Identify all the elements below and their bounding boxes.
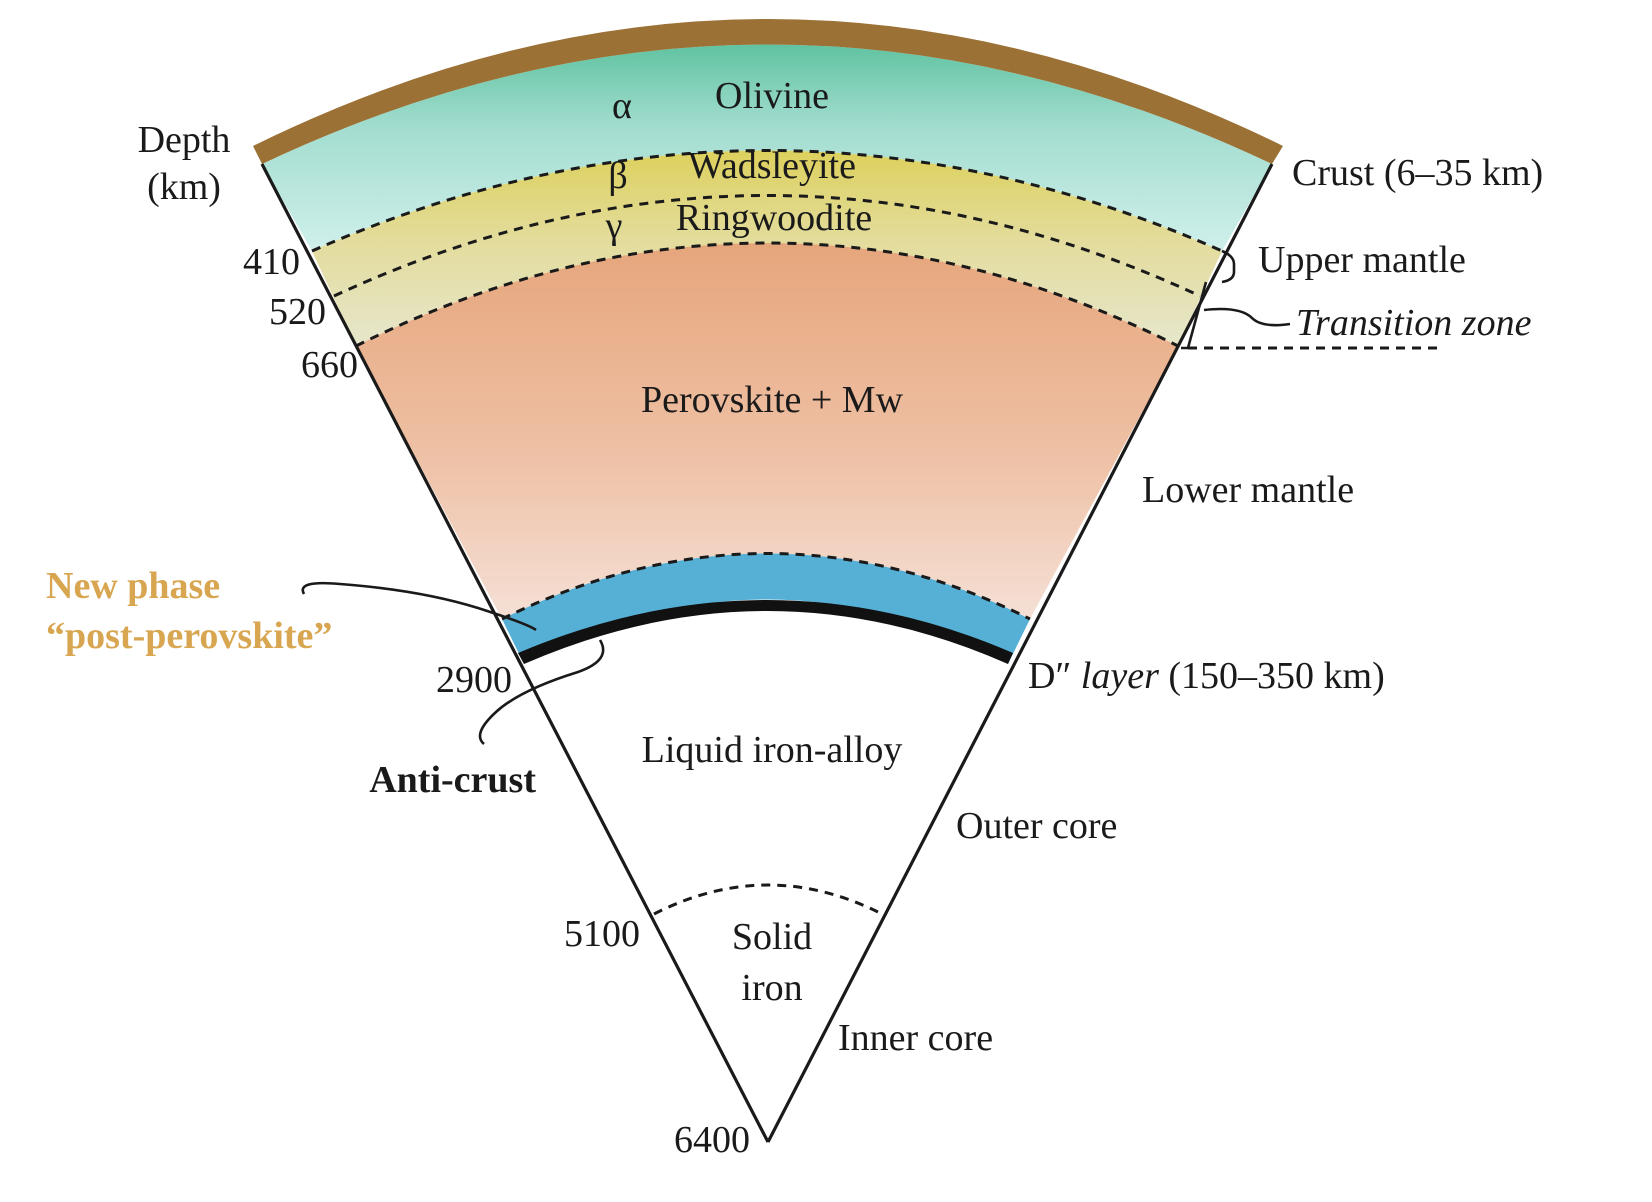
depth-label-520: 520 xyxy=(269,291,326,333)
alpha-symbol: α xyxy=(612,85,632,127)
solid-iron-label-line2: iron xyxy=(741,967,802,1009)
liquid-iron-label: Liquid iron-alloy xyxy=(642,729,903,771)
new-phase-label-line2: “post-perovskite” xyxy=(46,615,332,657)
outer-core-label: Outer core xyxy=(956,805,1117,847)
depth-label-5100: 5100 xyxy=(564,913,640,955)
transition-zone-leader xyxy=(1203,307,1291,327)
d-layer-prefix: D″ xyxy=(1028,655,1071,697)
upper-mantle-label: Upper mantle xyxy=(1258,239,1466,281)
depth-label-660: 660 xyxy=(301,344,358,386)
beta-symbol: β xyxy=(608,155,627,197)
boundary-660-line xyxy=(355,241,1179,348)
d-layer-range: (150–350 km) xyxy=(1168,655,1384,697)
boundary-410-line xyxy=(311,149,1223,253)
inner-core-label: Inner core xyxy=(838,1017,993,1059)
crust-band xyxy=(253,19,1283,164)
anti-crust-leader xyxy=(478,639,605,745)
transition-zone-label: Transition zone xyxy=(1296,302,1532,344)
post-perovskite-leader xyxy=(301,581,537,632)
ringwoodite-label: Ringwoodite xyxy=(676,197,872,239)
d-layer-label: D″ layer (150–350 km) xyxy=(1028,655,1385,697)
depth-axis-title-line1: Depth xyxy=(138,119,231,161)
crust-label: Crust (6–35 km) xyxy=(1292,152,1543,194)
wedge-left-edge xyxy=(260,163,770,1143)
perovskite-label: Perovskite + Mw xyxy=(641,379,904,421)
lower-mantle-region xyxy=(356,243,1178,619)
solid-iron-label-line1: Solid xyxy=(732,916,812,958)
depth-label-2900: 2900 xyxy=(436,659,512,701)
lower-mantle-label: Lower mantle xyxy=(1142,469,1354,511)
depth-axis-title-line2: (km) xyxy=(147,166,221,208)
gamma-symbol: γ xyxy=(605,205,623,247)
boundary-520-line xyxy=(333,194,1201,298)
upper-mantle-bracket xyxy=(1221,249,1236,284)
boundary-inner-core-line xyxy=(653,883,883,916)
depth-label-410: 410 xyxy=(243,241,300,283)
anti-crust-band xyxy=(518,600,1013,664)
d-layer-italic: layer xyxy=(1081,655,1159,697)
post-perovskite-region xyxy=(502,553,1030,664)
olivine-label: Olivine xyxy=(715,75,829,117)
transition-zone-region xyxy=(312,150,1222,346)
boundary-d-layer-top-line xyxy=(501,552,1031,621)
wedge-right-edge xyxy=(766,163,1274,1143)
anti-crust-label: Anti-crust xyxy=(369,759,536,801)
wadsleyite-label: Wadsleyite xyxy=(688,145,856,187)
new-phase-label-line1: New phase xyxy=(46,565,220,607)
olivine-region xyxy=(262,44,1272,251)
depth-label-6400: 6400 xyxy=(674,1119,750,1161)
